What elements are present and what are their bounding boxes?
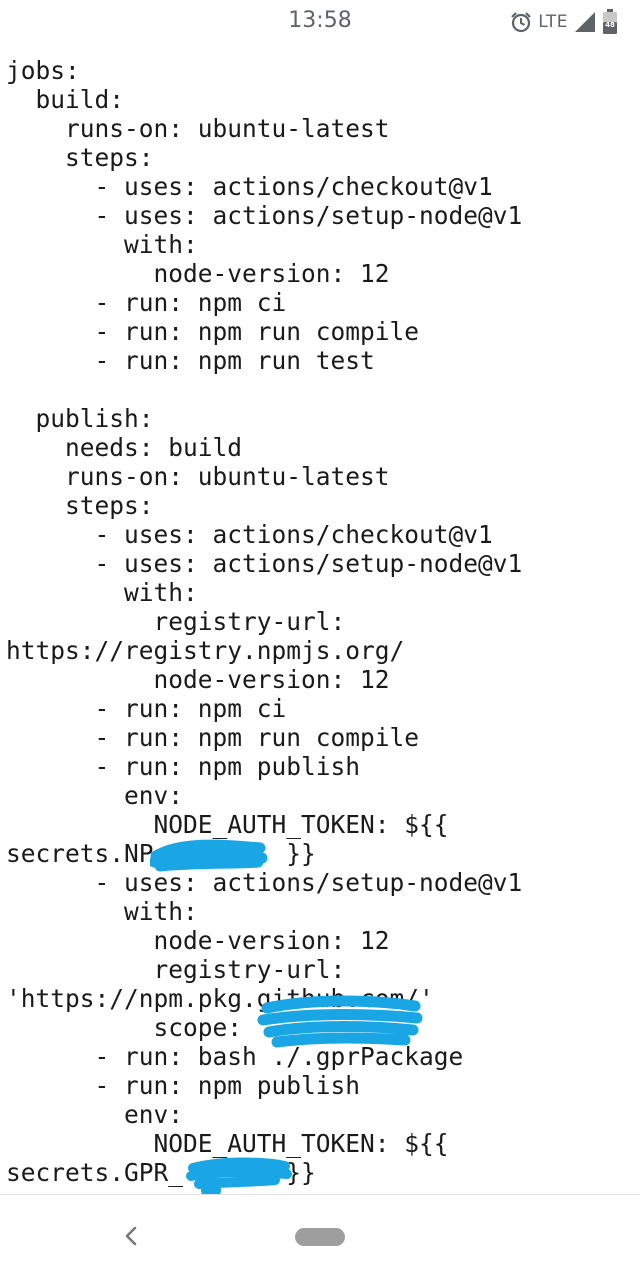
alarm-icon	[510, 11, 532, 33]
code-line: jobs:	[6, 56, 80, 85]
code-line: - uses: actions/checkout@v1	[6, 172, 493, 201]
code-line: registry-url:	[6, 955, 346, 984]
code-line: build:	[6, 85, 125, 114]
battery-icon: 48	[602, 9, 618, 35]
code-line: with:	[6, 230, 198, 259]
code-line: steps:	[6, 143, 154, 172]
code-viewer: jobs: build: runs-on: ubuntu-latest step…	[6, 56, 636, 1187]
code-line: secrets.GPR_ }}	[6, 1158, 316, 1187]
code-line	[6, 375, 636, 404]
code-line: NODE_AUTH_TOKEN: ${{	[6, 810, 449, 839]
navigation-bar	[0, 1195, 640, 1280]
code-line: env:	[6, 781, 184, 810]
code-line: - uses: actions/setup-node@v1	[6, 868, 523, 897]
back-button[interactable]	[116, 1221, 146, 1251]
signal-icon	[574, 11, 596, 33]
nav-divider	[0, 1194, 640, 1195]
code-line: runs-on: ubuntu-latest	[6, 114, 390, 143]
battery-level: 48	[605, 21, 615, 29]
status-bar: 13:58 LTE 48	[0, 0, 640, 44]
code-line: with:	[6, 897, 198, 926]
code-line: - run: npm publish	[6, 1071, 361, 1100]
code-line: - uses: actions/setup-node@v1	[6, 549, 523, 578]
code-line: - uses: actions/checkout@v1	[6, 520, 493, 549]
code-line: https://registry.npmjs.org/	[6, 636, 405, 665]
code-line: node-version: 12	[6, 665, 390, 694]
status-icons: LTE 48	[510, 8, 618, 36]
code-line: 'https://npm.pkg.github.com/'	[6, 984, 434, 1013]
code-line: - run: npm publish	[6, 752, 361, 781]
code-line: - run: npm run compile	[6, 723, 420, 752]
home-pill[interactable]	[295, 1228, 345, 1246]
code-line: node-version: 12	[6, 259, 390, 288]
code-line: - run: npm ci	[6, 694, 287, 723]
code-line: - uses: actions/setup-node@v1	[6, 201, 523, 230]
code-line: - run: npm run compile	[6, 317, 420, 346]
code-line: publish:	[6, 404, 154, 433]
code-line: steps:	[6, 491, 154, 520]
code-line: - run: bash ./.gprPackage	[6, 1042, 464, 1071]
back-icon	[125, 1226, 137, 1246]
code-line: needs: build	[6, 433, 243, 462]
code-line: - run: npm run test	[6, 346, 375, 375]
code-line: runs-on: ubuntu-latest	[6, 462, 390, 491]
code-line: NODE_AUTH_TOKEN: ${{	[6, 1129, 449, 1158]
network-type: LTE	[538, 12, 568, 32]
code-line: node-version: 12	[6, 926, 390, 955]
code-line: env:	[6, 1100, 184, 1129]
code-line: scope:	[6, 1013, 243, 1042]
code-line: registry-url:	[6, 607, 346, 636]
code-line: - run: npm ci	[6, 288, 287, 317]
status-time: 13:58	[288, 8, 352, 33]
code-line: secrets.NP }}	[6, 839, 316, 868]
code-line: with:	[6, 578, 198, 607]
